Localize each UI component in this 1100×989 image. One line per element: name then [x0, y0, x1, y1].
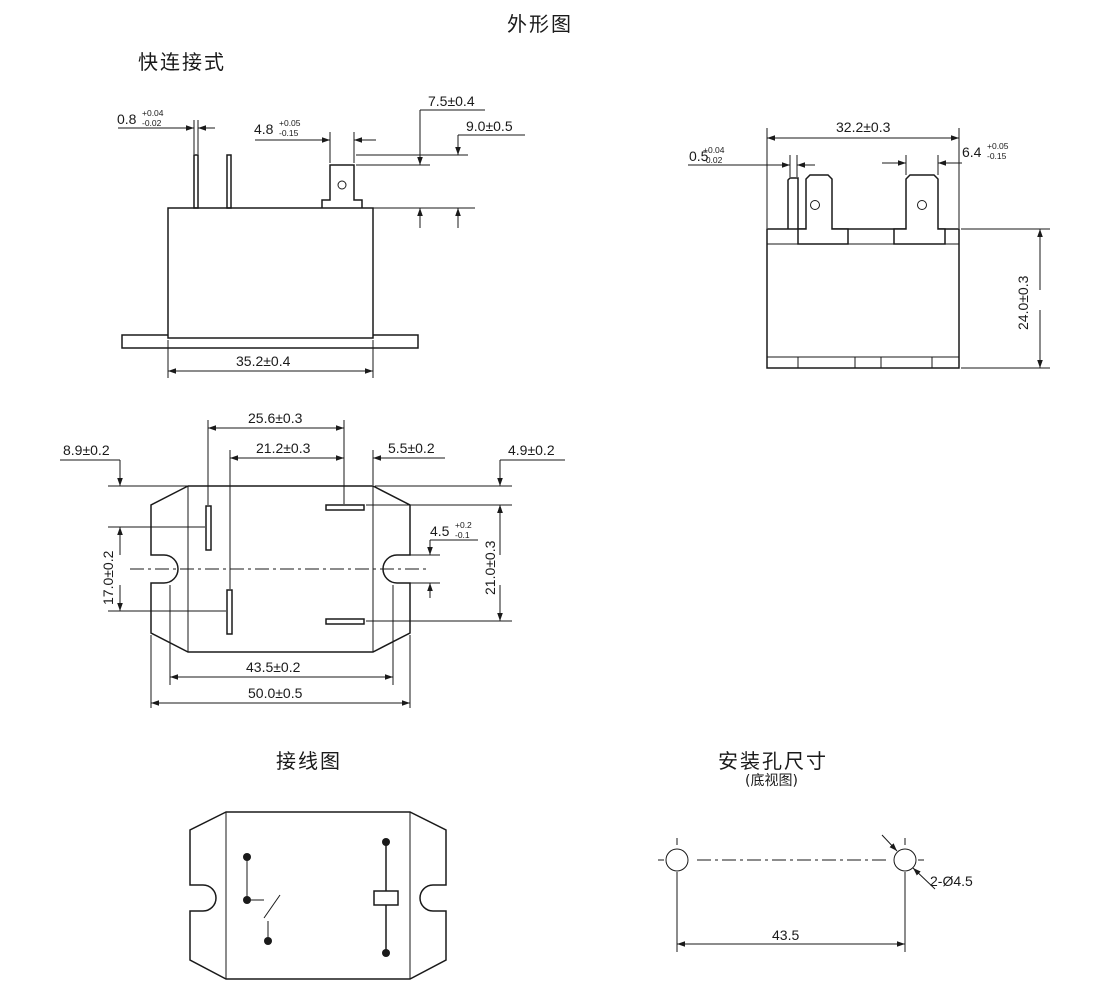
side-pin-hole-height: 7.5±0.4: [428, 93, 475, 109]
quick-connect-title: 快连接式: [138, 50, 226, 74]
front-left-terminal-hole: [810, 200, 820, 210]
front-pin-spacing: 32.2±0.3: [836, 119, 891, 135]
mount-hole-right: [893, 848, 917, 872]
top-pin-2: [226, 589, 233, 635]
side-view-flange: [121, 334, 419, 349]
mount-hole-left: [665, 848, 689, 872]
top-mount-spacing: 43.5±0.2: [246, 659, 301, 675]
top-pin-1: [205, 505, 212, 551]
front-left-terminal: [797, 174, 849, 245]
side-pin-thickness-base: 0.8: [117, 111, 137, 127]
front-pin-width-tol-minus: -0.15: [987, 151, 1007, 161]
top-pin-offset-right: 5.5±0.2: [388, 440, 435, 456]
side-pin-height: 9.0±0.5: [466, 118, 513, 134]
side-pin-thickness-tol-plus: +0.04: [142, 108, 164, 118]
top-view: 25.6±0.3 21.2±0.3 5.5±0.2 4.9±0.2 8.9±0.…: [60, 410, 565, 708]
side-view-body: [167, 207, 374, 339]
top-slot-width-tol-minus: -0.1: [455, 530, 470, 540]
top-slot-width-tol-plus: +0.2: [455, 520, 472, 530]
switch-blade: [263, 894, 281, 919]
side-tab-hole: [337, 180, 347, 190]
top-left-edge-offset: 8.9±0.2: [63, 442, 110, 458]
outline-title: 外形图: [507, 12, 573, 36]
front-view: 32.2±0.3 0.5 +0.04 -0.02 6.4 +0.05 -0.15…: [688, 119, 1050, 369]
front-body-height: 24.0±0.3: [1015, 275, 1031, 330]
wiring-outline: [189, 811, 447, 980]
top-right-edge-offset: 4.9±0.2: [508, 442, 555, 458]
top-inner-pin-spacing: 21.2±0.3: [256, 440, 311, 456]
front-pin-width-tol-plus: +0.05: [987, 141, 1009, 151]
side-pin-2: [226, 154, 232, 209]
top-pin-3: [325, 504, 365, 511]
top-left-pin-spacing: 17.0±0.2: [100, 550, 116, 605]
front-pin-thickness-tol-plus: +0.04: [703, 145, 725, 155]
side-body-width: 35.2±0.4: [236, 353, 291, 369]
front-view-body: [766, 228, 960, 369]
mount-hole-label: 2-Ø4.5: [930, 873, 973, 889]
front-pin-thickness-base: 0.5: [689, 148, 709, 164]
wiring-title: 接线图: [276, 749, 342, 773]
mounting-title: 安装孔尺寸: [718, 749, 828, 773]
side-view: 0.8 +0.04 -0.02 4.8 +0.05 -0.15 7.5±0.4 …: [117, 93, 525, 378]
top-slot-width-base: 4.5: [430, 523, 450, 539]
top-right-pin-spacing: 21.0±0.3: [482, 540, 498, 595]
side-tab-terminal: [321, 164, 363, 208]
top-outer-pin-spacing: 25.6±0.3: [248, 410, 303, 426]
coil-symbol: [373, 890, 399, 906]
wiring-diagram: [189, 811, 447, 980]
side-pin-1: [193, 154, 199, 209]
side-pin-width-base: 4.8: [254, 121, 274, 137]
front-right-terminal: [893, 174, 946, 245]
front-pin-width-base: 6.4: [962, 144, 982, 160]
front-thin-pin: [787, 177, 799, 229]
top-pin-4: [325, 618, 365, 625]
mount-hole-spacing: 43.5: [772, 927, 799, 943]
coil-terminal-bottom: [382, 949, 390, 957]
mounting-subtitle: (底视图): [745, 773, 798, 789]
side-pin-width-tol-minus: -0.15: [279, 128, 299, 138]
front-pin-thickness-tol-minus: -0.02: [703, 155, 723, 165]
front-right-terminal-hole: [917, 200, 927, 210]
top-overall-length: 50.0±0.5: [248, 685, 303, 701]
side-pin-width-tol-plus: +0.05: [279, 118, 301, 128]
mounting-holes-diagram: 2-Ø4.5 43.5: [658, 834, 973, 952]
side-pin-thickness-tol-minus: -0.02: [142, 118, 162, 128]
